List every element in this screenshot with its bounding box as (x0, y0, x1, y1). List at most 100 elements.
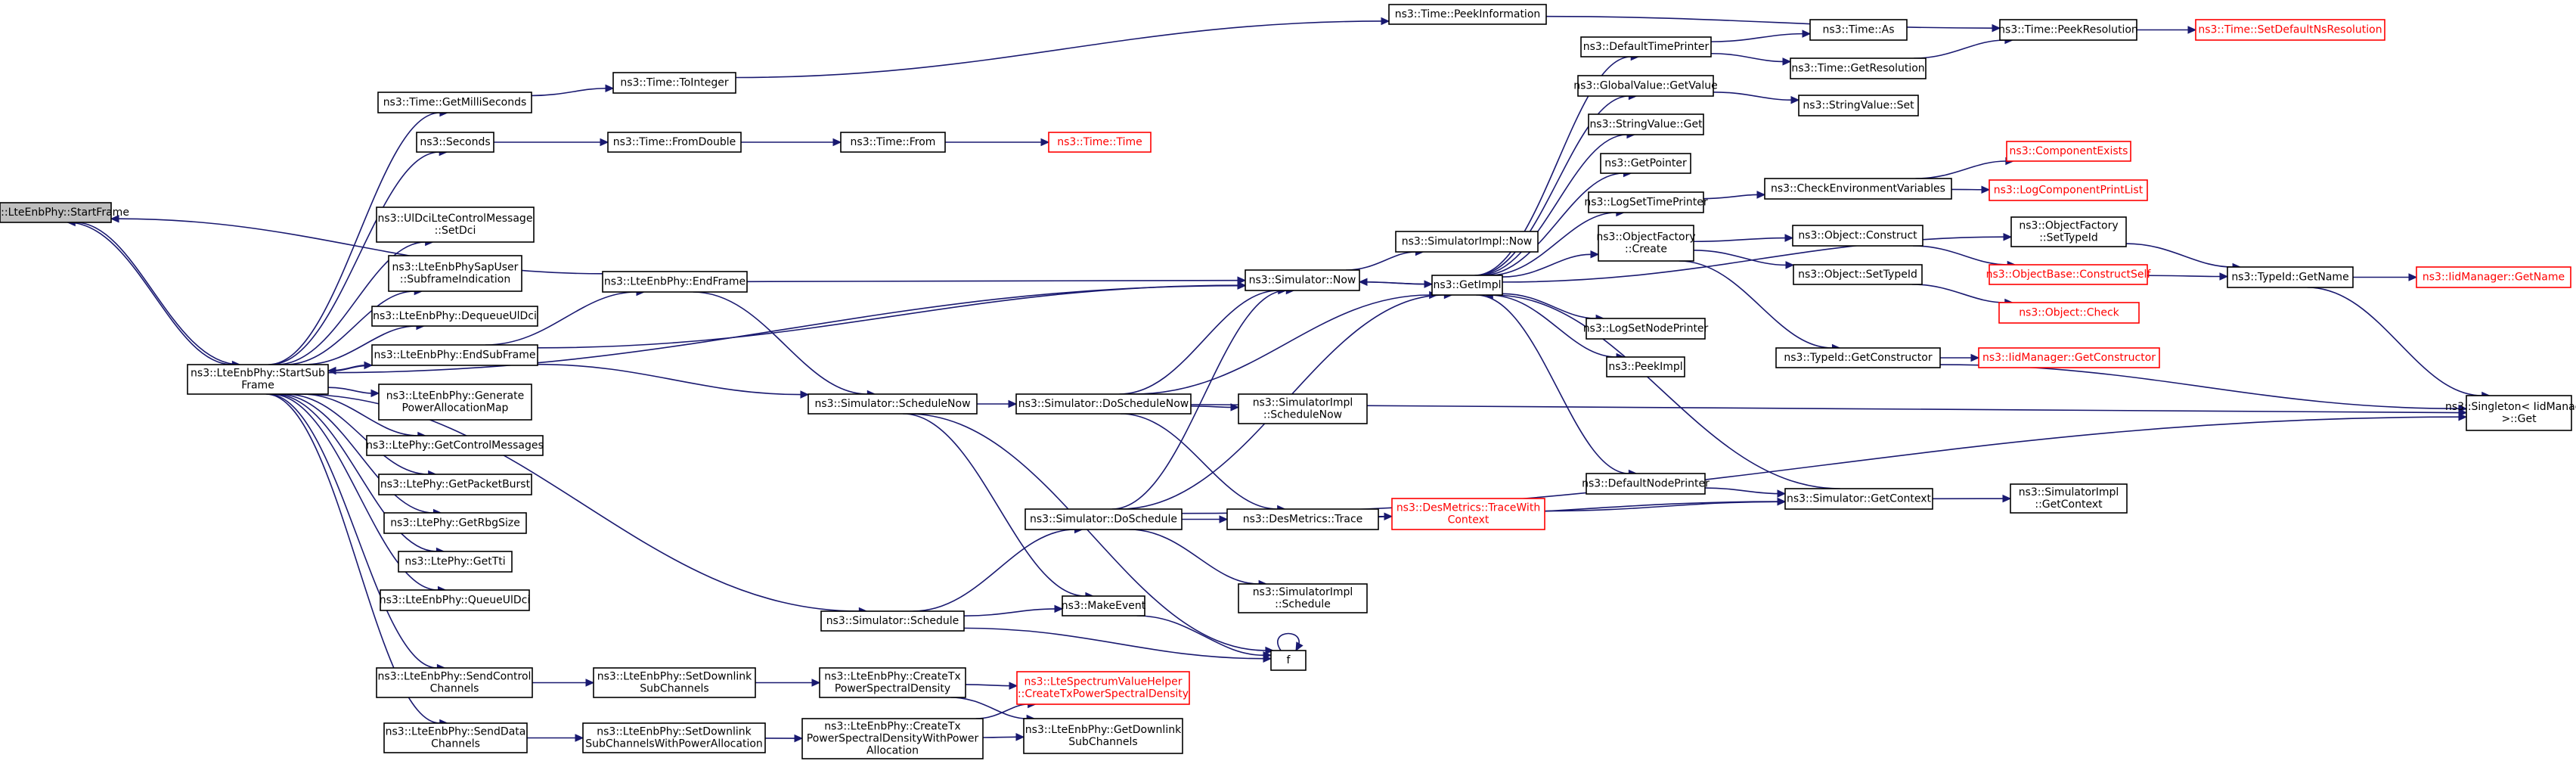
node-ns3-simulator-doschedule[interactable]: ns3::Simulator::DoSchedule (1025, 508, 1183, 530)
node-ns3-time-time[interactable]: ns3::Time::Time (1048, 132, 1152, 153)
node-ns3-simulator-getcontext[interactable]: ns3::Simulator::GetContext (1784, 488, 1933, 510)
node-label: ns3::StringValue::Set (1803, 100, 1914, 112)
node-ns3-time-getmilliseconds[interactable]: ns3::Time::GetMilliSeconds (377, 92, 532, 113)
node-ns3-objectbase-constructself[interactable]: ns3::ObjectBase::ConstructSelf (1986, 264, 2152, 285)
node-ns3-ltespectrumvaluehelper-createtxpowerspectraldensity[interactable]: ns3::LteSpectrumValueHelper::CreateTxPow… (1016, 671, 1190, 705)
node-ns3-simulator-now[interactable]: ns3::Simulator::Now (1245, 269, 1360, 291)
node-ns3-singleton-iidmanager-get[interactable]: ns3::Singleton< IidManager >::Get (2445, 395, 2576, 431)
node-box (1588, 191, 1704, 213)
node-ns3-time-from[interactable]: ns3::Time::From (840, 132, 946, 153)
node-ns3-time-peekinformation[interactable]: ns3::Time::PeekInformation (1388, 4, 1547, 25)
node-box (607, 132, 742, 153)
node-ns3-typeid-getname[interactable]: ns3::TypeId::GetName (2227, 266, 2354, 288)
node-box (1238, 393, 1368, 424)
node-label: ns3::LteEnbPhy::DequeueUlDci (373, 310, 537, 322)
edge-arrowhead (1040, 138, 1050, 147)
node-ns3-object-settypeid[interactable]: ns3::Object::SetTypeId (1793, 264, 1923, 285)
node-ns3-simulator-schedulenow[interactable]: ns3::Simulator::ScheduleNow (808, 393, 978, 415)
node-ns3-time-tointeger[interactable]: ns3::Time::ToInteger (612, 72, 736, 94)
node-ns3-stringvalue-get[interactable]: ns3::StringValue::Get (1588, 113, 1704, 135)
node-ns3-defaultnodeprinter[interactable]: ns3::DefaultNodePrinter (1582, 473, 1710, 495)
edge-arrowhead (1790, 95, 1800, 104)
node-ns3-objectfactory-settypeid[interactable]: ns3::ObjectFactory::SetTypeId (2010, 216, 2127, 247)
node-f[interactable]: f (1270, 650, 1307, 671)
edge-n24-to-n32 (976, 399, 1018, 408)
node-label: ns3::LteEnbPhy::SendControl (378, 671, 532, 683)
node-ns3-object-check[interactable]: ns3::Object::Check (1998, 302, 2140, 324)
edge-arrowhead (1358, 278, 1368, 287)
node-ns3-ltephy-getrbgsize[interactable]: ns3::LtePhy::GetRbgSize (383, 512, 527, 534)
node-ns3-time-setdefaultnsresolution[interactable]: ns3::Time::SetDefaultNsResolution (2195, 19, 2385, 41)
node-ns3-iidmanager-getname[interactable]: ns3::IidManager::GetName (2416, 266, 2571, 288)
node-ns3-lteenbphysapuser-subframeindication[interactable]: ns3::LteEnbPhySapUser::SubframeIndicatio… (388, 255, 522, 292)
node-ns3-iidmanager-getconstructor[interactable]: ns3::IidManager::GetConstructor (1978, 347, 2160, 368)
node-ns3-componentexists[interactable]: ns3::ComponentExists (2006, 141, 2131, 162)
node-ns3-lteenbphy-endsubframe[interactable]: ns3::LteEnbPhy::EndSubFrame (371, 344, 538, 366)
node-ns3-simulator-doschedulenow[interactable]: ns3::Simulator::DoScheduleNow (1015, 393, 1192, 415)
node-ns3-stringvalue-set[interactable]: ns3::StringValue::Set (1798, 95, 1919, 116)
node-ns3-defaulttimeprinter[interactable]: ns3::DefaultTimePrinter (1580, 36, 1712, 57)
node-ns3-seconds[interactable]: ns3::Seconds (416, 132, 494, 153)
node-box (1999, 19, 2137, 41)
edge-n64-to-n68 (2147, 272, 2229, 281)
node-label: Context (1448, 514, 1489, 526)
node-ns3-lteenbphy-endframe[interactable]: ns3::LteEnbPhy::EndFrame (602, 271, 748, 293)
node-ns3-simulatorimpl-now[interactable]: ns3::SimulatorImpl::Now (1395, 231, 1539, 253)
node-ns3-lteenbphy-createtx-powerspectraldensitywithpower-allocation[interactable]: ns3::LteEnbPhy::CreateTxPowerSpectralDen… (801, 718, 984, 759)
node-ns3-time-as[interactable]: ns3::Time::As (1809, 19, 1908, 41)
node-ns3-lteenbphy-setdownlink-subchannelswithpowerallocation[interactable]: ns3::LteEnbPhy::SetDownlinkSubChannelsWi… (582, 722, 766, 753)
node-box (383, 722, 528, 753)
node-ns3-logcomponentprintlist[interactable]: ns3::LogComponentPrintList (1989, 179, 2148, 201)
node-box (371, 306, 538, 327)
node-box (398, 551, 513, 573)
edge-line (267, 393, 438, 669)
edge-arrowhead (1785, 261, 1795, 269)
node-ns3-globalvalue-getvalue[interactable]: ns3::GlobalValue::GetValue (1573, 75, 1718, 97)
node-ns3-typeid-getconstructor[interactable]: ns3::TypeId::GetConstructor (1775, 347, 1941, 368)
edge-n19-to-n23 (746, 276, 1247, 284)
node-ns3-time-peekresolution[interactable]: ns3::Time::PeekResolution (1998, 19, 2138, 41)
node-ns3-peekimpl[interactable]: ns3::PeekImpl (1606, 356, 1685, 377)
node-ns3-ltephy-gettti[interactable]: ns3::LtePhy::GetTti (398, 551, 513, 573)
node-ns3-lteenbphy-dequeueuldci[interactable]: ns3::LteEnbPhy::DequeueUlDci (371, 306, 538, 327)
edge-arrowhead (2002, 494, 2012, 503)
node-ns3-checkenvironmentvariables[interactable]: ns3::CheckEnvironmentVariables (1764, 178, 1952, 200)
node-ns3-desmetrics-trace[interactable]: ns3::DesMetrics::Trace (1226, 508, 1379, 530)
node-ns3-makeevent[interactable]: ns3::MakeEvent (1062, 595, 1146, 616)
edge-n42-to-n53 (1710, 52, 1792, 66)
node-ns3-ltephy-getpacketburst[interactable]: ns3::LtePhy::GetPacketBurst (378, 474, 532, 495)
node-ns3-getpointer[interactable]: ns3::GetPointer (1600, 153, 1691, 174)
node-ns3-simulator-schedule[interactable]: ns3::Simulator::Schedule (820, 610, 965, 632)
node-label: ns3::Time::PeekResolution (1998, 24, 2138, 36)
node-box (2227, 266, 2354, 288)
node-ns3-objectfactory-create[interactable]: ns3::ObjectFactory::Create (1596, 225, 1696, 262)
node-ns3-ltephy-getcontrolmessages[interactable]: ns3::LtePhy::GetControlMessages (366, 435, 544, 456)
edge-arrowhead (1802, 30, 1812, 38)
node-box (1600, 153, 1691, 174)
node-ns3-time-fromdouble[interactable]: ns3::Time::FromDouble (607, 132, 742, 153)
edge-n20-to-n60 (1545, 15, 2001, 33)
node-ns3-lteenbphy-startframe[interactable]: ns3::LteEnbPhy::StartFrame (0, 202, 129, 223)
node-ns3-lteenbphy-generate-powerallocationmap[interactable]: ns3::LteEnbPhy::GeneratePowerAllocationM… (378, 384, 532, 421)
node-ns3-logsettimeprinter[interactable]: ns3::LogSetTimePrinter (1584, 191, 1708, 213)
node-ns3-simulatorimpl-schedulenow[interactable]: ns3::SimulatorImpl::ScheduleNow (1238, 393, 1368, 424)
node-ns3-getimpl[interactable]: ns3::GetImpl (1431, 275, 1503, 296)
node-ns3-logsetnodeprinter[interactable]: ns3::LogSetNodePrinter (1583, 318, 1709, 340)
node-ns3-simulatorimpl-schedule[interactable]: ns3::SimulatorImpl::Schedule (1238, 583, 1368, 613)
node-ns3-lteenbphy-queueuldci[interactable]: ns3::LteEnbPhy::QueueUlDci (380, 589, 531, 611)
node-box (2195, 19, 2385, 41)
edge-n57-to-n65 (1911, 284, 2014, 307)
edge-n24-to-n36 (907, 413, 1275, 655)
edge-arrowhead (1008, 399, 1018, 408)
node-ns3-object-construct[interactable]: ns3::Object::Construct (1792, 225, 1923, 247)
node-ns3-lteenbphy-createtx-powerspectraldensity[interactable]: ns3::LteEnbPhy::CreateTxPowerSpectralDen… (819, 667, 966, 698)
node-ns3-simulatorimpl-getcontext[interactable]: ns3::SimulatorImpl::GetContext (2010, 483, 2128, 514)
node-ns3-time-getresolution[interactable]: ns3::Time::GetResolution (1790, 57, 1927, 79)
node-ns3-uldciltecontrolmessage-setdci[interactable]: ns3::UlDciLteControlMessage::SetDci (376, 207, 535, 243)
